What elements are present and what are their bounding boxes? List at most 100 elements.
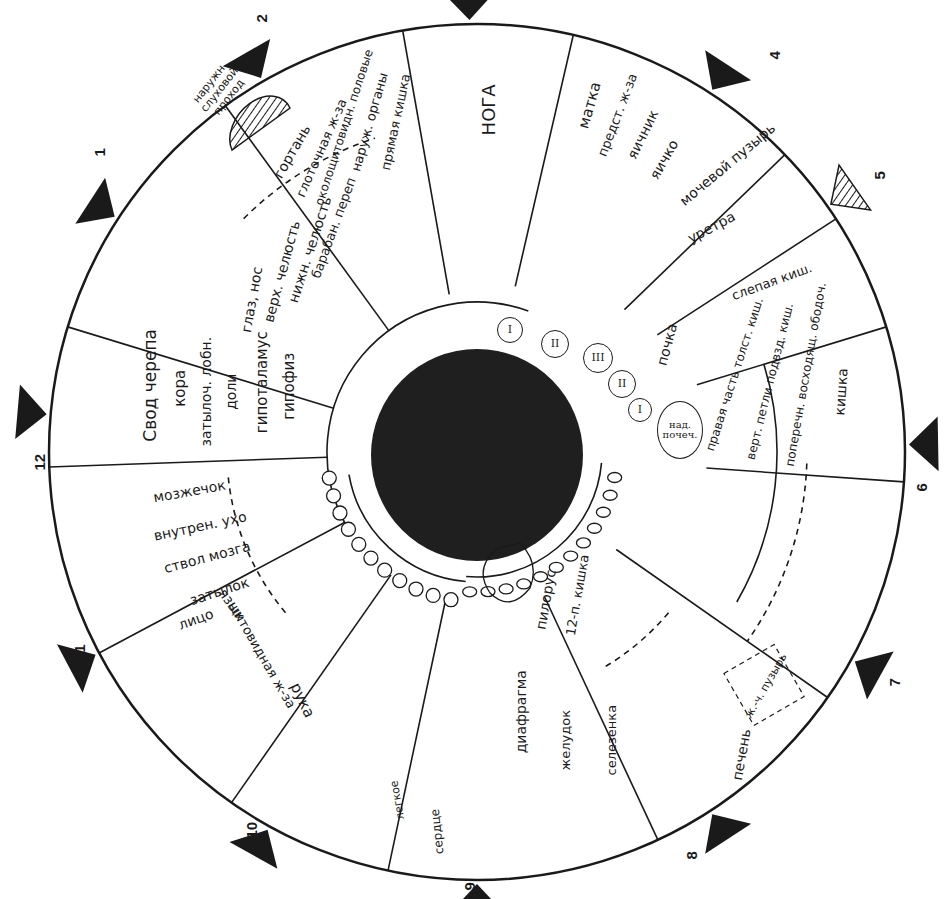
sector-arc [747,464,806,642]
sector-line [545,597,658,840]
zone-label: ствол мозга [162,539,252,577]
zone-label: 12-п. кишка [564,553,592,636]
clock-marker [831,165,871,210]
clock-number: 1 [92,148,109,156]
zone-label: легкое [389,779,408,820]
zone-label: гипофиз [282,352,299,419]
sector-line [232,575,391,803]
vertebra-numeral: II [541,330,569,358]
zone-label: ж.-ч. пузырь [743,652,790,721]
node-text: II [551,338,560,350]
vertebra [409,582,423,596]
zone-label: кора [172,370,189,407]
loop-outline [483,543,533,602]
vertebra [517,579,531,589]
clock-marker [57,644,96,692]
zone-label: селезенка [605,705,619,776]
vertebra [603,490,617,500]
zone-label: гипоталамус [254,331,271,433]
adrenal-circle: над. почеч. [657,401,703,459]
clock-marker [909,417,939,472]
vertebra [608,473,622,483]
zone-label: лицо [176,607,215,634]
vertebra [444,593,458,607]
vertebra [564,551,578,561]
zone-label: Свод черепа [141,329,160,442]
node-text: III [591,352,604,364]
vertebra-numeral: I [497,317,523,343]
clock-number: 7 [887,678,904,686]
node-text: I [638,404,642,416]
zone-label: кишка [833,368,852,416]
vertebra [576,538,590,548]
sector-line [49,457,327,467]
zone-label: внутрен. ухо [152,510,248,545]
clock-number: 12 [32,454,49,471]
sector-arc [602,613,669,669]
zone-label: доли [224,374,239,410]
zone-label: почка [655,322,681,368]
vertebra [333,506,347,520]
zone-label: глаз, нос [239,266,266,334]
zone-label: яичко [647,138,682,183]
zone-label: мозжечок [153,478,228,506]
zone-label: уретра [686,209,739,247]
clock-marker [442,0,497,20]
clock-number: 11 [72,644,89,660]
vertebra [499,584,513,594]
vertebra-numeral: II [608,370,636,398]
clock-number: 2 [254,14,271,22]
outer-ring [49,24,905,880]
zone-label: сердце [429,809,447,856]
zone-label: НОГА [478,84,498,135]
zone-label: печень [730,728,754,782]
clock-marker [15,385,46,440]
zone-label: затылоч. лобн. [199,337,214,447]
vertebra-numeral: I [628,398,652,422]
clock-number: 9 [462,882,479,890]
vertebra [341,522,355,536]
dashed-box [724,645,804,726]
clock-markers [15,0,938,899]
node-text: II [618,378,627,390]
zone-label: мочевой пузырь [677,121,778,210]
clock-number: 10 [244,822,261,839]
sector-arc [327,302,528,527]
clock-marker [705,50,751,89]
node-text: над. почеч. [662,420,698,441]
clock-marker [705,814,751,853]
vertebra [364,551,378,565]
pupil [371,349,583,561]
sector-line [99,522,344,653]
ear-canal-hatch [230,96,290,150]
sector-line [403,31,450,295]
clock-number: 5 [872,171,889,179]
zone-label: желудок [559,710,573,771]
vertebra [352,537,366,551]
zone-label: матка [576,80,605,130]
clock-marker [855,652,894,700]
clock-marker [75,178,114,224]
clock-number: 8 [684,851,701,859]
sector-line [616,550,827,698]
sector-lines [49,31,904,871]
vertebra [327,489,341,503]
sector-line [515,35,573,286]
vertebra [393,574,407,588]
vertebra [322,471,336,485]
vertebra [463,587,477,597]
vertebra [587,523,601,533]
zone-label: яичник [625,108,662,162]
vertebra-numeral: III [583,343,613,373]
node-text: I [508,324,512,336]
zone-label: затылок [189,575,252,609]
clock-number: 6 [914,483,931,491]
zone-label: диафрагма [514,670,529,753]
sector-line [697,327,886,385]
zone-label: слепая киш. [730,261,814,303]
vertebra [426,588,440,602]
vertebra [596,507,610,517]
sector-arc [349,475,466,582]
vertebra [378,563,392,577]
